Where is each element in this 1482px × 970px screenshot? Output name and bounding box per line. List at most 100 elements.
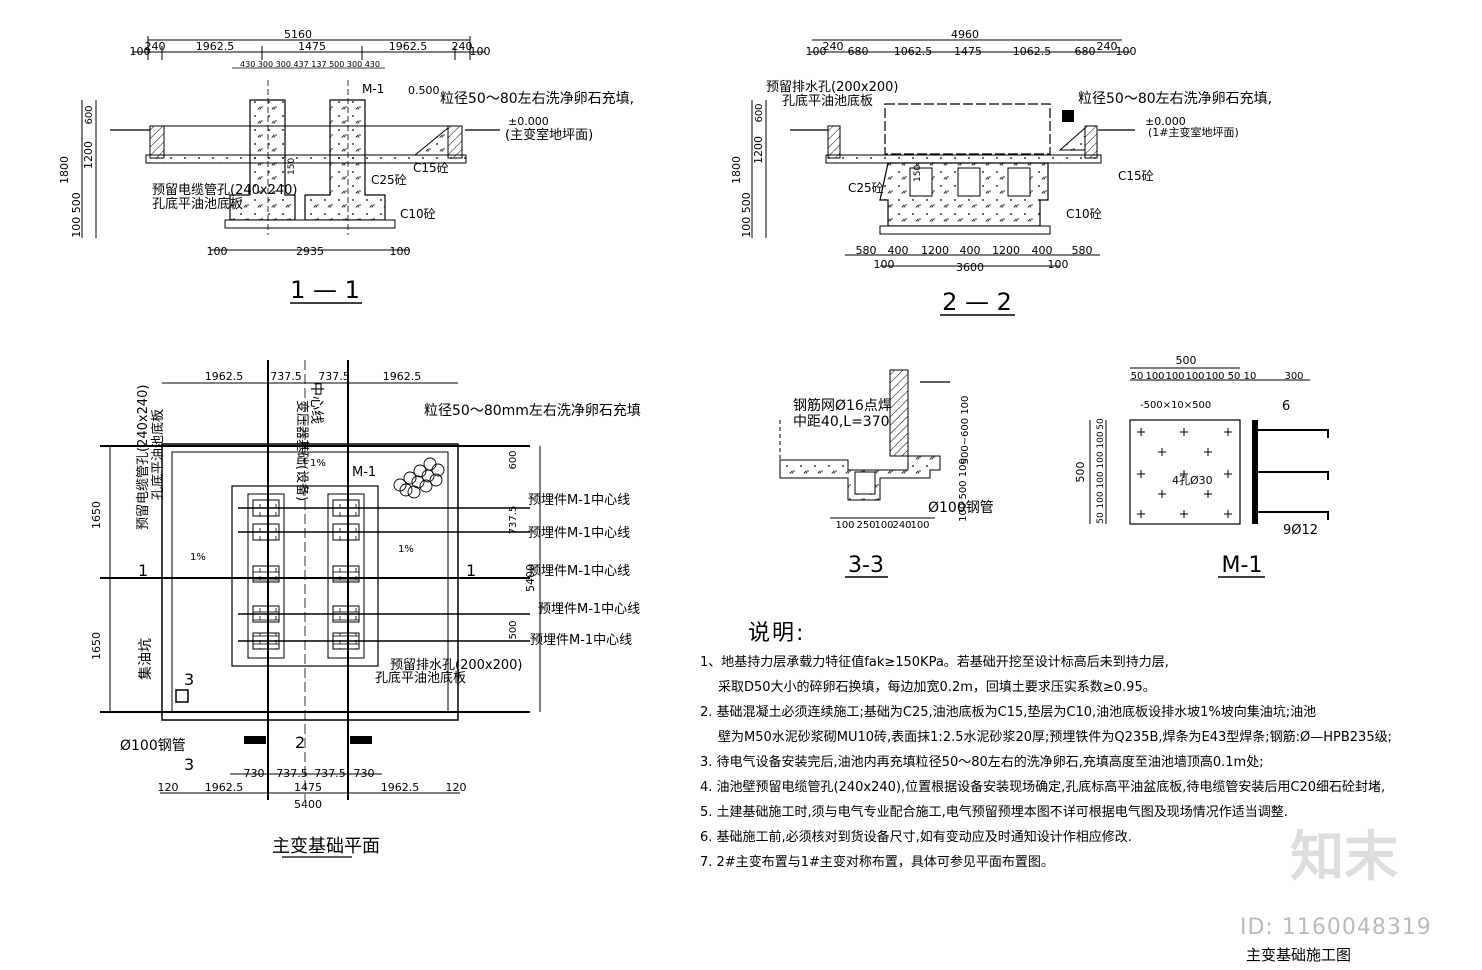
- dim-text: 400: [888, 244, 909, 257]
- label-slope: 1%: [398, 544, 414, 555]
- dim-text: 100: [1116, 45, 1137, 58]
- anchor-crosses: [1137, 428, 1232, 518]
- embed-plate: [332, 565, 360, 583]
- section-3-3: 钢筋网Ø16点焊 中距40,L=370 Ø100钢管 500~600 100 1…: [779, 369, 994, 578]
- watermark-id: ID: 1160048319: [1240, 915, 1432, 940]
- dim-text: 100: [390, 245, 411, 258]
- dim-text: 737.5: [508, 506, 519, 535]
- dim-text: 100: [1096, 451, 1106, 468]
- dim-text: 100: [1096, 431, 1106, 448]
- dim-text: 100: [874, 520, 893, 531]
- label-cable-hole: 预留电缆管孔(240x240): [152, 182, 297, 198]
- c10-cushion: [224, 219, 396, 229]
- label-weld: 6: [1282, 399, 1290, 414]
- dim-text: 300: [1284, 371, 1303, 382]
- label-m1: M-1: [362, 82, 384, 96]
- dim-text: 120: [158, 781, 179, 794]
- dim-text: 600: [84, 105, 95, 124]
- notes-title: 说明:: [748, 621, 806, 646]
- pebble-fill-symbol: [393, 457, 445, 499]
- label-c10: C10砼: [400, 207, 436, 221]
- note-line: 4. 油池壁预留电缆管孔(240x240),位置根据设备安装现场确定,孔底标高平…: [700, 780, 1386, 795]
- dim-text: 100 500: [740, 192, 753, 238]
- dim-text: 1962.5: [205, 370, 244, 383]
- pebble-fill: [413, 126, 449, 156]
- steel-plate: [1129, 419, 1241, 525]
- embed-plate: [252, 565, 280, 583]
- dim-total: 5400: [294, 798, 322, 811]
- dim-text: 580: [856, 244, 877, 257]
- foundation-groove: [909, 167, 933, 197]
- dim-text: 240: [1097, 40, 1118, 53]
- section-title: 1 — 1: [290, 276, 360, 304]
- watermark-logo: 知末: [1290, 825, 1398, 888]
- dim-text: 100: [130, 45, 151, 58]
- dim-text: 100: [470, 45, 491, 58]
- dim-text: 737.5: [270, 370, 302, 383]
- section-2-2: 4960 100 240 680 1062.5 1475 1062.5 680 …: [730, 28, 1272, 316]
- section-mark: 1: [138, 561, 148, 580]
- dim-text: 50: [1096, 512, 1106, 524]
- label-level: ±0.000: [1145, 115, 1186, 128]
- section-mark: 3: [184, 755, 194, 774]
- note-line: 6. 基础施工前,必须核对到货设备尺寸,如有变动应及时通知设计作相应修改.: [700, 830, 1132, 845]
- dim-text: 580: [1072, 244, 1093, 257]
- embed-label: 预埋件M-1中心线: [538, 602, 640, 617]
- foundation-groove: [1007, 167, 1031, 197]
- label-hole-bottom: 孔底平油池底板: [150, 409, 166, 500]
- section-mark: 1: [466, 561, 476, 580]
- dim-text: 50: [1096, 418, 1106, 430]
- dim-text: 1962.5: [383, 370, 422, 383]
- dim-sub: 430 300 300 437 137 500 300 430: [240, 60, 380, 69]
- dim-text: 240: [452, 40, 473, 53]
- oil-pit-slab: [825, 154, 1102, 164]
- dim-text: 2935: [296, 245, 324, 258]
- label-c25: C25砼: [848, 181, 884, 195]
- dim-text: 250: [856, 520, 875, 531]
- dim-text: 50: [1131, 371, 1144, 382]
- dim-text: 240: [145, 40, 166, 53]
- dim-text: 1800: [58, 156, 71, 184]
- dim-text: 500: [508, 620, 519, 639]
- note-line: 采取D50大小的碎卵石换填，每边加宽0.2m，回填土要求压实系数≥0.95。: [718, 680, 1156, 695]
- dim-text: 100: [1185, 371, 1204, 382]
- dim-text: 600: [508, 450, 519, 469]
- dim-total: 4960: [951, 28, 979, 41]
- embed-label: 预埋件M-1中心线: [528, 526, 630, 541]
- dim-text: 100 500: [70, 192, 83, 238]
- label-rebar: 9Ø12: [1283, 523, 1318, 538]
- dim-text: 680: [1075, 45, 1096, 58]
- embed-label: 预埋件M-1中心线: [530, 633, 632, 648]
- embed-label: 预埋件M-1中心线: [528, 493, 630, 508]
- side-wall: [149, 125, 165, 159]
- dim-text: 5400: [524, 564, 537, 592]
- dim-text: 730: [244, 767, 265, 780]
- dim-text: 100: [207, 245, 228, 258]
- dim-text: 1962.5: [205, 781, 244, 794]
- label-floor: (1#主变室地坪面): [1148, 125, 1239, 139]
- section-1-1: 5160 240 1962.5 1475 1962.5 240 100 100 …: [58, 28, 634, 304]
- pit-wall: [889, 369, 909, 457]
- label-level: 0.500: [408, 84, 440, 97]
- section-title: 3-3: [848, 553, 884, 578]
- dim-text: 10: [1244, 371, 1257, 382]
- dim-text: 1062.5: [894, 45, 933, 58]
- label-fill: 粒径50～80左右洗净卵石充填,: [440, 91, 634, 107]
- foundation-strip: [327, 493, 365, 659]
- dim-text: 100: [1145, 371, 1164, 382]
- label-mesh: 钢筋网Ø16点焊: [793, 397, 892, 414]
- label-c15: C15砼: [1118, 169, 1154, 183]
- c10-cushion: [879, 225, 1051, 235]
- label-drain: 预留排水孔(200x200): [390, 658, 522, 673]
- label-spacing: 中距40,L=370: [793, 414, 890, 430]
- dim-text: 100: [1096, 491, 1106, 508]
- dim-text: 100: [1048, 258, 1069, 271]
- dim-text: 100: [806, 45, 827, 58]
- label-fill: 粒径50～80mm左右洗净卵石充填: [424, 403, 641, 419]
- side-wall: [447, 125, 463, 159]
- dim-text: 730: [354, 767, 375, 780]
- dim-text: 100: [910, 520, 929, 531]
- label-cable-hole: 预留电缆管孔(240x240): [135, 385, 151, 530]
- dim-text: 400: [960, 244, 981, 257]
